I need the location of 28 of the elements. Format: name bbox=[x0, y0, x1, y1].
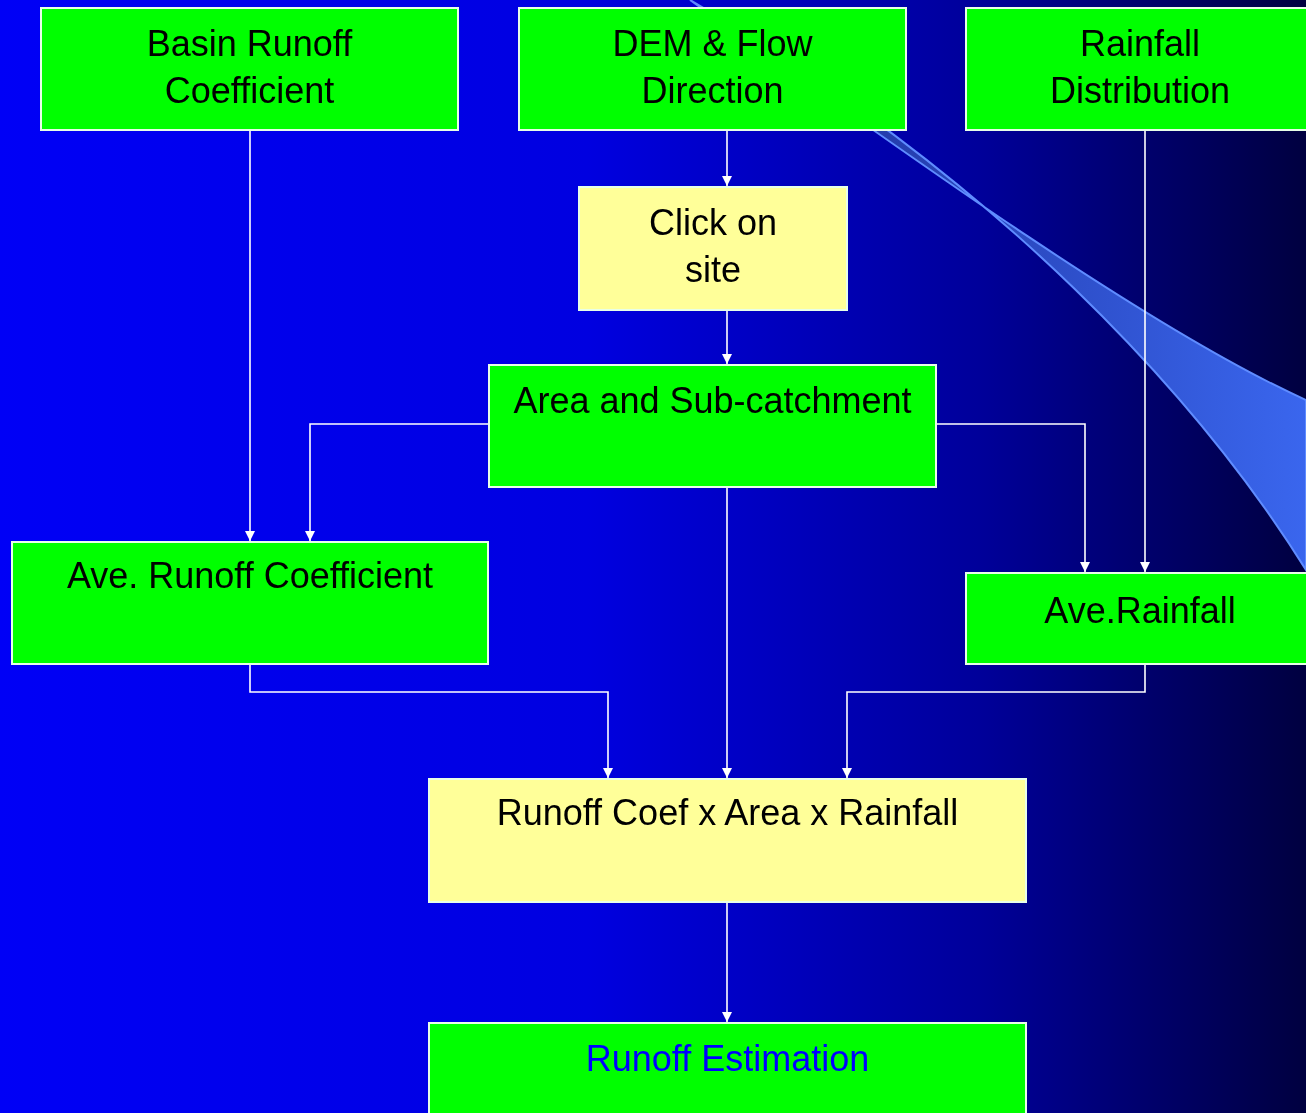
node-label: Runoff Coef x Area x Rainfall bbox=[496, 791, 959, 835]
arrow bbox=[722, 902, 732, 1023]
data-box bbox=[518, 7, 907, 131]
node-label: Runoff Estimation bbox=[585, 1037, 870, 1081]
arrow bbox=[245, 130, 255, 542]
arrow bbox=[722, 130, 732, 187]
result-box bbox=[428, 1022, 1027, 1113]
process-box bbox=[578, 186, 848, 311]
node-label: Ave.Rainfall bbox=[1044, 589, 1236, 633]
arrow bbox=[722, 310, 732, 365]
data-box bbox=[488, 364, 937, 488]
node-label: Ave. Runoff Coefficient bbox=[66, 554, 434, 598]
node-label: Basin Runoff Coefficient bbox=[145, 22, 354, 113]
node-label: Area and Sub-catchment bbox=[513, 379, 912, 423]
arrow bbox=[1140, 130, 1150, 573]
data-box bbox=[965, 7, 1306, 131]
arrow bbox=[842, 664, 1146, 779]
arrow bbox=[936, 423, 1090, 573]
arrow bbox=[249, 664, 613, 779]
data-box bbox=[965, 572, 1306, 665]
arrow bbox=[722, 487, 732, 779]
data-box bbox=[11, 541, 489, 665]
arrow bbox=[305, 423, 489, 542]
node-label: DEM & Flow Direction bbox=[611, 22, 814, 113]
data-box bbox=[40, 7, 459, 131]
node-label: Rainfall Distribution bbox=[1048, 22, 1232, 113]
node-label: Click on site bbox=[647, 201, 778, 292]
process-box bbox=[428, 778, 1027, 903]
